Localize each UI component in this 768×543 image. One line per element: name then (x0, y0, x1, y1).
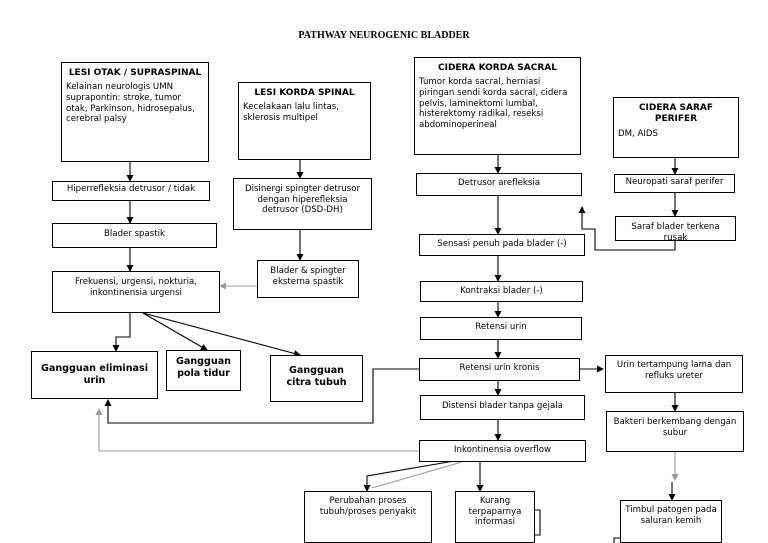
box-sensasi-penuh: Sensasi penuh pada blader (-) (419, 234, 585, 256)
box-gangguan-citra-tubuh: Gangguan citra tubuh (270, 355, 363, 402)
arrow-inkontinensia-to-eliminasi (95, 408, 419, 452)
box-body: Kelainan neurologis UMN suprapontin: str… (66, 82, 195, 125)
box-head: LESI KORDA SPINAL (254, 88, 355, 98)
box-gangguan-pola-tidur: Gangguan pola tidur (166, 350, 241, 391)
box-body: Kecelakaan lalu lintas, sklerosis multip… (243, 102, 339, 123)
arrow-timbul-patogen-side (613, 537, 620, 543)
arrow-retensi-kronis-to-eliminasi (104, 368, 419, 424)
box-body: DM, AIDS (618, 128, 658, 139)
box-detrusor-arefleksia: Detrusor arefleksia (416, 173, 582, 196)
arrow-saraf-blader-to-detrusor (578, 206, 676, 251)
arrow-frekuensi-to-eliminasi (112, 313, 131, 352)
box-gangguan-eliminasi: Gangguan eliminasi urin (31, 351, 158, 399)
box-head: CIDERA KORDA SACRAL (437, 63, 557, 73)
arrow-inkontinensia-to-perubahan (363, 459, 461, 492)
box-head: LESI OTAK / SUPRASPINAL (68, 68, 202, 78)
box-kurang-informasi: Kurang terpaparnya informasi (455, 491, 535, 543)
box-perubahan-proses: Perubahan proses tubuh/proses penyakit (304, 491, 432, 543)
box-blader-spastik: Blader spastik (52, 223, 217, 248)
box-lesi-korda-spinal: LESI KORDA SPINAL Kecelakaan lalu lintas… (238, 82, 371, 160)
box-retensi: Retensi urin (420, 317, 582, 340)
box-neuropati: Neuropati saraf perifer (614, 174, 735, 193)
box-timbul-patogen: Timbul patogen pada saluran kemih (620, 500, 722, 543)
box-inkontinensia-overflow: Inkontinensia overflow (419, 440, 586, 462)
box-body: Tumor korda sacral, herniasi piringan se… (419, 77, 568, 131)
box-frekuensi: Frekuensi, urgensi, nokturia, inkontinen… (52, 271, 220, 313)
box-saraf-blader: Saraf blader terkena rusak (615, 216, 736, 241)
box-retensi-kronis: Retensi urin kronis (419, 358, 580, 381)
arrow-kurang-side (532, 509, 541, 536)
page-title: PATHWAY NEUROGENIC BLADDER (298, 30, 470, 41)
box-bakteri: Bakteri berkembang dengan subur (606, 411, 744, 452)
box-head: CIDERA SARAF PERIFER (638, 103, 714, 125)
arrow-frekuensi-to-citra-tubuh (142, 312, 301, 357)
box-cidera-saraf-perifer: CIDERA SARAF PERIFER DM, AIDS (613, 97, 739, 158)
box-distensi: Distensi blader tanpa gejala (420, 395, 585, 420)
box-urin-tertampung: Urin tertampung lama dan refluks ureter (605, 355, 743, 393)
box-kontraksi: Kontraksi blader (-) (420, 281, 583, 302)
box-lesi-otak: LESI OTAK / SUPRASPINAL Kelainan neurolo… (61, 62, 209, 162)
arrow-frekuensi-to-pola-tidur (142, 312, 208, 351)
box-blader-spingter: Blader & spingter eksterna spastik (257, 260, 359, 298)
arrow-inkontinensia-to-perubahan-extra (371, 461, 463, 489)
box-cidera-korda-sacral: CIDERA KORDA SACRAL Tumor korda sacral, … (414, 57, 581, 155)
box-hiperrefleksia: Hiperrefleksia detrusor / tidak (52, 181, 210, 201)
box-disinergi: Disinergi spingter detrusor dengan hiper… (233, 178, 372, 230)
